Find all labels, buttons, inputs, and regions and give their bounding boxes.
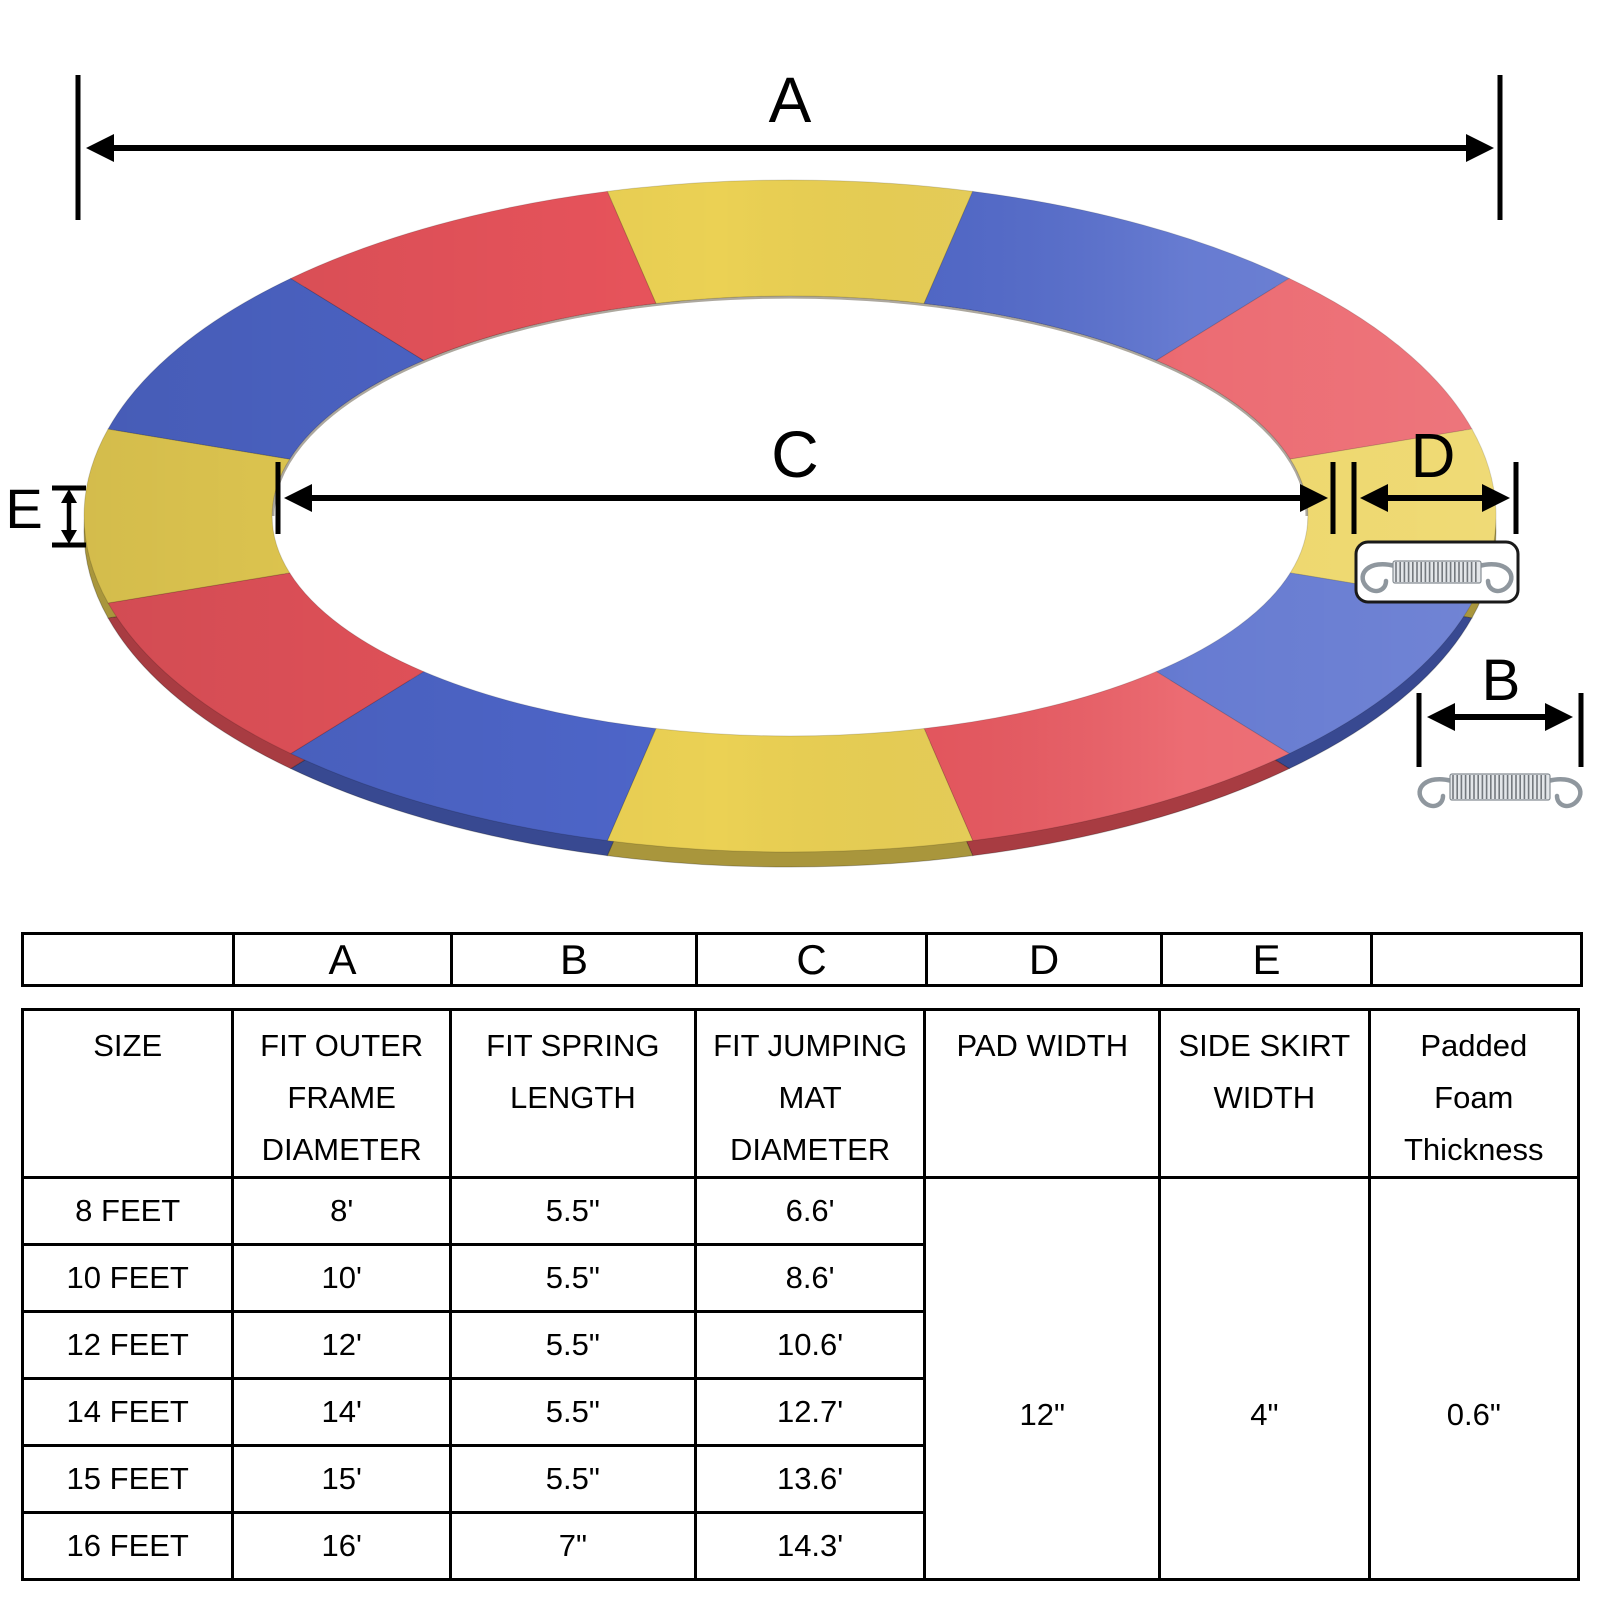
- padded-foam-thickness-merged-cell: 0.6": [1367, 1176, 1581, 1581]
- arrowhead: [1466, 134, 1494, 162]
- arrowhead: [1482, 484, 1510, 512]
- size-cell: 8 FEET: [20, 1176, 235, 1246]
- spec-header-row: SIZE FIT OUTER FRAME DIAMETER FIT SPRING…: [20, 1008, 1581, 1179]
- trampoline-pad-ring: [83, 179, 1497, 868]
- letter-cell-empty-right: [1370, 932, 1583, 987]
- outer-frame-diameter-cell: 12': [231, 1310, 452, 1380]
- dimension-label-b: B: [1482, 648, 1521, 713]
- letter-header-table: A B C D E: [21, 932, 1583, 987]
- spring-length-cell: 7": [448, 1511, 697, 1581]
- header-outer-frame-diameter: FIT OUTER FRAME DIAMETER: [231, 1008, 452, 1179]
- arrowhead: [284, 484, 312, 512]
- size-cell: 16 FEET: [20, 1511, 235, 1581]
- jumping-mat-diameter-cell: 14.3': [693, 1511, 927, 1581]
- side-skirt-width-merged-cell: 4": [1158, 1176, 1371, 1581]
- spring-length-cell: 5.5": [448, 1243, 697, 1313]
- spring-hook: [1476, 562, 1514, 594]
- boxed-spring-icon: [1360, 560, 1514, 594]
- letter-cell-b: B: [450, 932, 698, 987]
- jumping-mat-diameter-cell: 6.6': [693, 1176, 927, 1246]
- jumping-mat-diameter-cell: 12.7': [693, 1377, 927, 1447]
- size-cell: 10 FEET: [20, 1243, 235, 1313]
- mat-hole: [272, 296, 1308, 736]
- dimension-label-c: C: [771, 417, 819, 491]
- header-padded-foam-thickness: Padded Foam Thickness: [1367, 1008, 1581, 1179]
- header-jumping-mat-diameter: FIT JUMPING MAT DIAMETER: [693, 1008, 927, 1179]
- spring-length-cell: 5.5": [448, 1444, 697, 1514]
- ring-lighting-overlay: [84, 180, 1496, 852]
- dimension-labels: A C D E B: [5, 64, 1520, 713]
- letter-cell-e: E: [1160, 932, 1373, 987]
- outer-frame-diameter-cell: 8': [231, 1176, 452, 1246]
- spring-length-cell: 5.5": [448, 1377, 697, 1447]
- dimension-annotations: [52, 75, 1584, 767]
- size-cell: 12 FEET: [20, 1310, 235, 1380]
- header-pad-width: PAD WIDTH: [923, 1008, 1162, 1179]
- jumping-mat-diameter-cell: 13.6': [693, 1444, 927, 1514]
- arrowhead: [1545, 703, 1573, 731]
- pad-width-merged-cell: 12": [923, 1176, 1162, 1581]
- outer-frame-diameter-cell: 16': [231, 1511, 452, 1581]
- arrowhead: [1427, 703, 1455, 731]
- arrowhead: [86, 134, 114, 162]
- spec-table: SIZE FIT OUTER FRAME DIAMETER FIT SPRING…: [20, 1008, 1581, 1581]
- spring-length-cell: 5.5": [448, 1310, 697, 1380]
- header-spring-length: FIT SPRING LENGTH: [448, 1008, 697, 1179]
- arrowhead: [1360, 484, 1388, 512]
- dimension-label-a: A: [769, 64, 812, 136]
- spring-icon: [1417, 773, 1583, 809]
- size-cell: 14 FEET: [20, 1377, 235, 1447]
- jumping-mat-diameter-cell: 10.6': [693, 1310, 927, 1380]
- dimension-label-e: E: [5, 477, 42, 540]
- jumping-mat-diameter-cell: 8.6': [693, 1243, 927, 1313]
- spring-illustrations: [1354, 540, 1583, 809]
- header-side-skirt-width: SIDE SKIRT WIDTH: [1158, 1008, 1371, 1179]
- spring-hook: [1417, 777, 1455, 809]
- outer-frame-diameter-cell: 15': [231, 1444, 452, 1514]
- header-size: SIZE: [20, 1008, 235, 1179]
- trampoline-pad-diagram: A C D E B: [5, 64, 1584, 868]
- letter-cell-d: D: [925, 932, 1163, 987]
- letter-cell-empty-left: [21, 932, 235, 987]
- dimension-label-d: D: [1411, 422, 1456, 491]
- outer-frame-diameter-cell: 14': [231, 1377, 452, 1447]
- letter-header-row: A B C D E: [21, 932, 1583, 987]
- spring-length-cell: 5.5": [448, 1176, 697, 1246]
- arrowhead: [61, 489, 77, 503]
- letter-cell-c: C: [695, 932, 928, 987]
- arrowhead: [1300, 484, 1328, 512]
- size-cell: 15 FEET: [20, 1444, 235, 1514]
- spring-hook: [1545, 777, 1583, 809]
- arrowhead: [61, 530, 77, 544]
- letter-cell-a: A: [232, 932, 453, 987]
- outer-frame-diameter-cell: 10': [231, 1243, 452, 1313]
- spring-hook: [1360, 562, 1398, 594]
